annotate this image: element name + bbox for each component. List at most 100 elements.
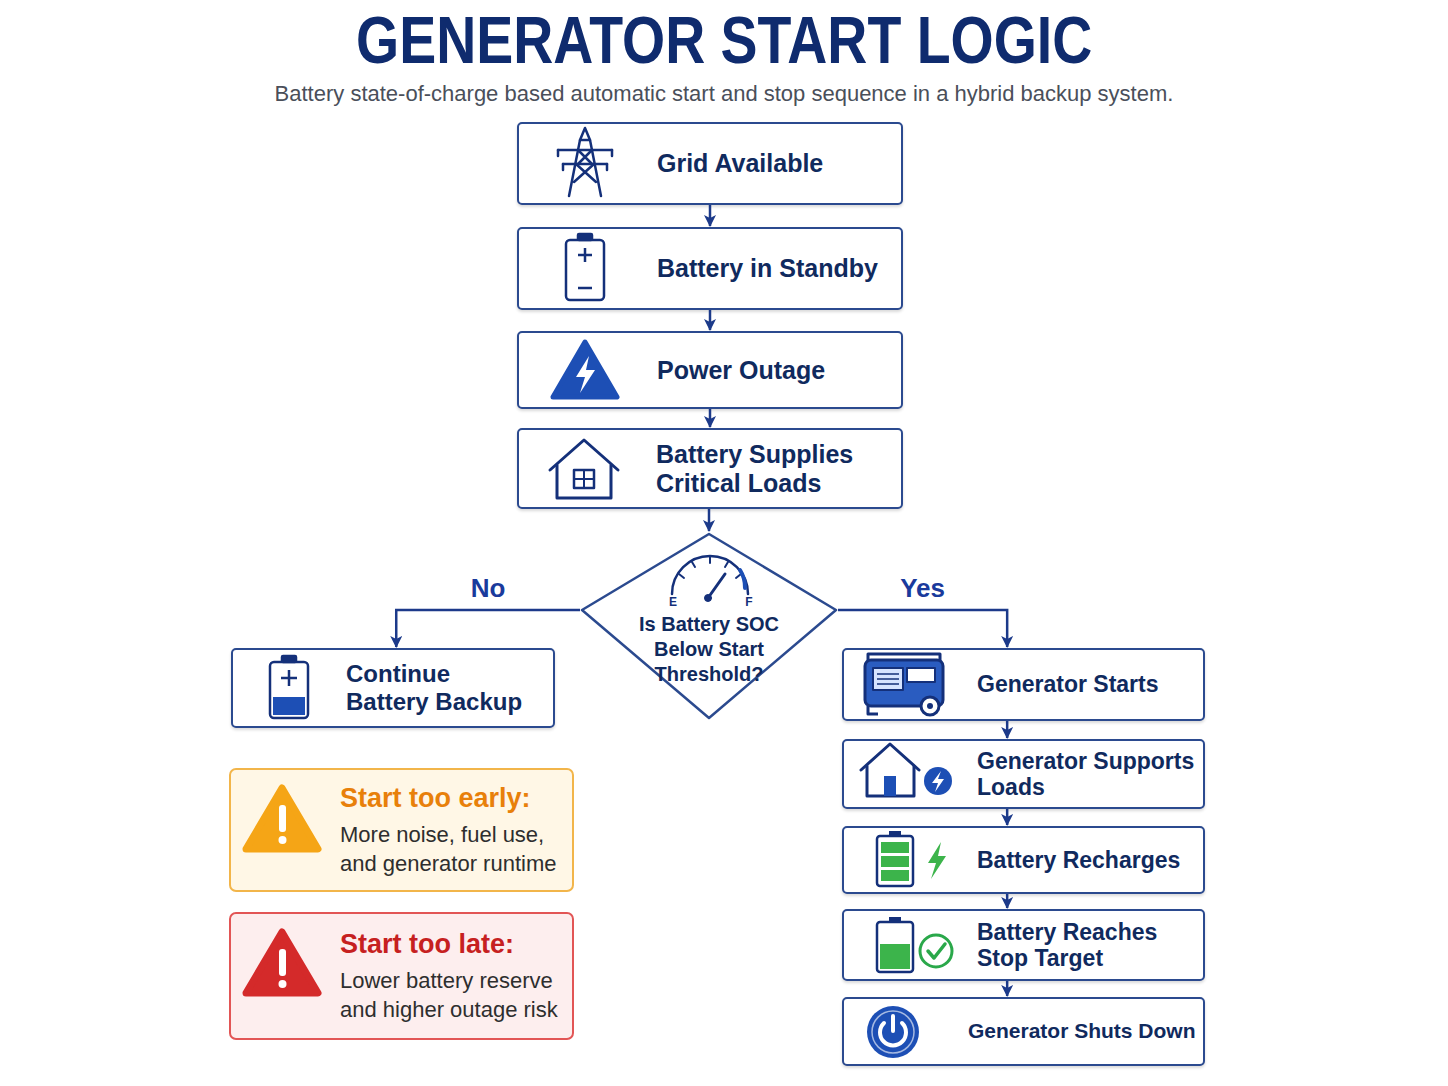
branch-label: Yes <box>900 573 945 603</box>
gauge-ticks <box>679 557 741 578</box>
flow-arrow <box>709 205 712 226</box>
branch-label: No <box>471 573 506 603</box>
generator-display <box>907 668 935 682</box>
note-body: More noise, fuel use, and generator runt… <box>340 820 572 878</box>
node-text-wrap: Generator Supports Loads <box>977 741 1202 807</box>
flow-arrow <box>1006 721 1009 738</box>
gauge-hub <box>705 595 712 602</box>
decision-text-wrap: Is Battery SOC Below Start Threshold? <box>631 612 787 687</box>
process-box: Generator Supports Loads <box>842 739 1205 809</box>
diamond-shape <box>582 534 836 718</box>
flow-arrow <box>1006 809 1009 825</box>
node-text-wrap: Power Outage <box>657 333 887 407</box>
node-text-wrap: Battery Supplies Critical Loads <box>656 430 886 507</box>
power-circle <box>924 767 952 795</box>
battery-body <box>270 662 308 718</box>
node-text-wrap: Continue Battery Backup <box>346 650 531 726</box>
battery-standby-icon <box>566 234 604 300</box>
charge-bar <box>881 842 909 853</box>
box-text: Power Outage <box>657 356 887 385</box>
battery-backup-icon <box>270 656 308 718</box>
wheel-hub <box>927 703 933 709</box>
flow-arrow <box>709 310 712 330</box>
house-roof <box>550 440 618 470</box>
house-walls <box>557 465 611 498</box>
process-box: Generator Starts <box>842 648 1205 721</box>
battery-charging-icon <box>877 831 946 886</box>
window-cross <box>574 470 594 488</box>
flow-arrow <box>1006 894 1009 908</box>
process-box: Power Outage <box>517 331 903 409</box>
diagram-title: GENERATOR START LOGIC <box>356 2 1092 78</box>
power-circle <box>867 1006 919 1058</box>
process-box: Battery Recharges <box>842 826 1205 894</box>
pylon-icon <box>558 128 612 196</box>
node-text-wrap: Grid Available <box>657 124 887 203</box>
power-arc <box>880 1023 906 1045</box>
house-power-icon <box>861 744 952 796</box>
danger-note: Start too late:Lower battery reserve and… <box>229 912 574 1040</box>
process-box: Battery Reaches Stop Target <box>842 909 1205 981</box>
box-text: Continue Battery Backup <box>346 660 531 715</box>
check-mark <box>928 944 945 958</box>
note-heading: Start too late: <box>340 928 572 960</box>
caution-triangle <box>246 788 318 849</box>
gauge-icon <box>672 556 748 602</box>
exclamation-bar <box>279 949 286 976</box>
lightning-bolt <box>576 356 595 393</box>
box-text: Battery Supplies Critical Loads <box>656 440 886 498</box>
house-window <box>574 470 594 488</box>
battery-cap <box>282 656 296 662</box>
gauge-arc <box>672 556 748 594</box>
generator-wheel <box>921 697 939 715</box>
danger-triangle <box>246 932 318 993</box>
box-text: Battery Reaches Stop Target <box>977 919 1197 972</box>
process-box: Battery Supplies Critical Loads <box>517 428 903 509</box>
node-text-wrap: Battery Recharges <box>977 828 1202 892</box>
note-heading: Start too early: <box>340 782 572 814</box>
title-wrap: GENERATOR START LOGIC <box>0 2 1448 78</box>
generator-panel <box>873 668 903 690</box>
box-text: Generator Starts <box>977 671 1202 697</box>
flow-arrow <box>396 610 580 647</box>
process-box: Battery in Standby <box>517 227 903 310</box>
power-button-icon <box>867 1006 919 1058</box>
danger-icon <box>246 932 318 993</box>
node-text-wrap: Generator Starts <box>977 650 1202 719</box>
node-text-wrap: Generator Shuts Down <box>968 999 1202 1064</box>
plus-sign <box>281 670 297 686</box>
pylon-legs <box>569 140 601 196</box>
lightning-bolt <box>932 771 944 792</box>
house-roof <box>861 744 919 770</box>
battery-cap <box>578 234 592 240</box>
exclamation-dot <box>279 980 287 988</box>
charge-bar <box>881 870 909 881</box>
minus-sign <box>578 287 592 290</box>
decision-diamond: Is Battery SOC Below Start Threshold? <box>580 532 838 720</box>
plus-sign <box>578 248 592 262</box>
flow-arrow <box>1006 981 1009 996</box>
caution-icon <box>246 788 318 849</box>
decision-text: Is Battery SOC Below Start Threshold? <box>631 612 787 687</box>
battery-body <box>877 922 913 972</box>
node-text-wrap: Battery in Standby <box>657 229 887 308</box>
node-text-wrap: Start too early: More noise, fuel use, an… <box>340 770 572 890</box>
battery-charge <box>880 944 910 969</box>
house-door <box>884 776 896 796</box>
battery-full-icon <box>877 917 952 972</box>
generator-icon <box>865 654 943 715</box>
box-text: Battery in Standby <box>657 254 887 283</box>
box-text: Battery Recharges <box>977 847 1202 873</box>
generator-grille <box>877 674 899 684</box>
house-walls <box>867 766 914 796</box>
pylon-braces <box>574 150 596 182</box>
charge-bar <box>881 856 909 867</box>
battery-body <box>566 240 604 300</box>
generator-frame <box>865 660 943 706</box>
gauge-zone <box>740 570 745 588</box>
process-box: Grid Available <box>517 122 903 205</box>
house-icon <box>550 440 618 498</box>
lightning-bolt <box>928 842 946 879</box>
